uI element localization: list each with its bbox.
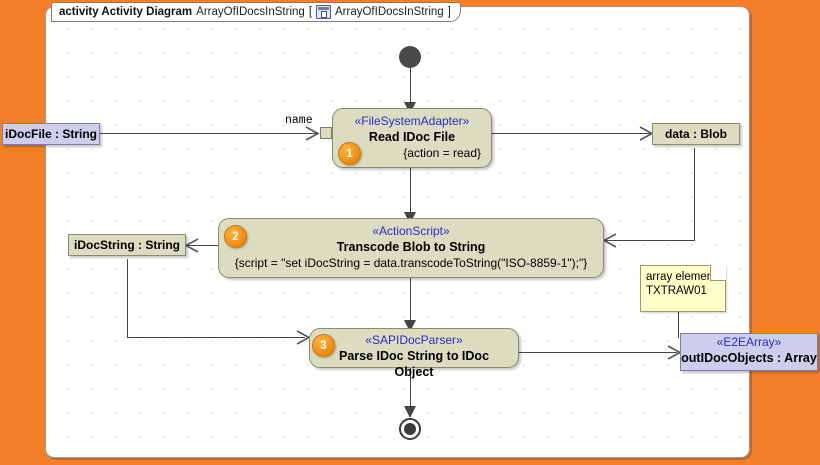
activity-1-constraint: {action = read} (403, 146, 481, 160)
initial-node (399, 46, 421, 68)
edge-idocstring-to-parse (127, 337, 305, 339)
diagram-reference: ArrayOfIDocsInString (335, 6, 444, 18)
activity-3-stereotype: «SAPIDocParser» (365, 333, 463, 347)
note-line-1: array element: (646, 271, 720, 283)
edge-label-name: name (285, 114, 313, 127)
edge-start-to-read (410, 68, 412, 108)
outidocobjects-stereotype: «E2EArray» (716, 335, 782, 349)
activity-2-constraint: {script = "set iDocString = data.transco… (234, 256, 588, 270)
object-node-idocstring[interactable]: iDocString : String (68, 234, 186, 256)
activity-final-node-center (404, 423, 416, 435)
activity-2-stereotype: «ActionScript» (372, 224, 450, 238)
edge-data-down (694, 148, 696, 241)
activity-parse-idoc-string[interactable]: «SAPIDocParser» Parse IDoc String to IDo… (309, 328, 519, 379)
input-pin-name[interactable] (320, 127, 332, 139)
page-title: activity Activity Diagram (59, 6, 193, 18)
edge-transcode-to-parse (410, 278, 412, 326)
activity-transcode-blob-to-string[interactable]: «ActionScript» Transcode Blob to String … (218, 218, 604, 278)
edge-idocfile-to-read (100, 133, 316, 135)
object-node-outidocobjects[interactable]: «E2EArray» outIDocObjects : Array (680, 333, 818, 371)
edge-read-to-transcode (410, 168, 412, 218)
edge-read-to-data (492, 133, 650, 135)
activity-1-name: Read IDoc File (368, 130, 456, 144)
edge-note-to-outobjects (678, 312, 680, 338)
badge-2[interactable]: 2 (224, 225, 247, 248)
bracket-close: ] (447, 6, 451, 18)
object-node-data-blob[interactable]: data : Blob (652, 123, 740, 145)
diagram-icon (316, 5, 332, 19)
bracket-open: [ (308, 6, 313, 18)
note-line-2: TXTRAW01 (646, 285, 707, 297)
note-fold-icon (710, 265, 726, 281)
activity-2-name: Transcode Blob to String (336, 240, 486, 254)
outidocobjects-label: outIDocObjects : Array (681, 351, 817, 365)
object-node-idocfile[interactable]: iDocFile : String (2, 123, 100, 145)
edge-parse-to-outobjects (519, 352, 677, 354)
edge-transcode-to-idocstring (186, 245, 218, 247)
activity-3-name: Parse IDoc String to IDoc Object (338, 349, 490, 379)
edge-data-to-transcode (604, 240, 695, 242)
diagram-name: ArrayOfIDocsInString (196, 6, 305, 18)
badge-1[interactable]: 1 (338, 142, 361, 165)
edge-parse-to-final (410, 368, 412, 413)
note-array-element[interactable]: array element: TXTRAW01 (640, 265, 726, 312)
badge-3[interactable]: 3 (312, 334, 335, 357)
edge-idocstring-down (127, 259, 129, 338)
activity-1-stereotype: «FileSystemAdapter» (354, 114, 470, 128)
diagram-title-tab[interactable]: activity Activity Diagram ArrayOfIDocsIn… (51, 2, 461, 22)
